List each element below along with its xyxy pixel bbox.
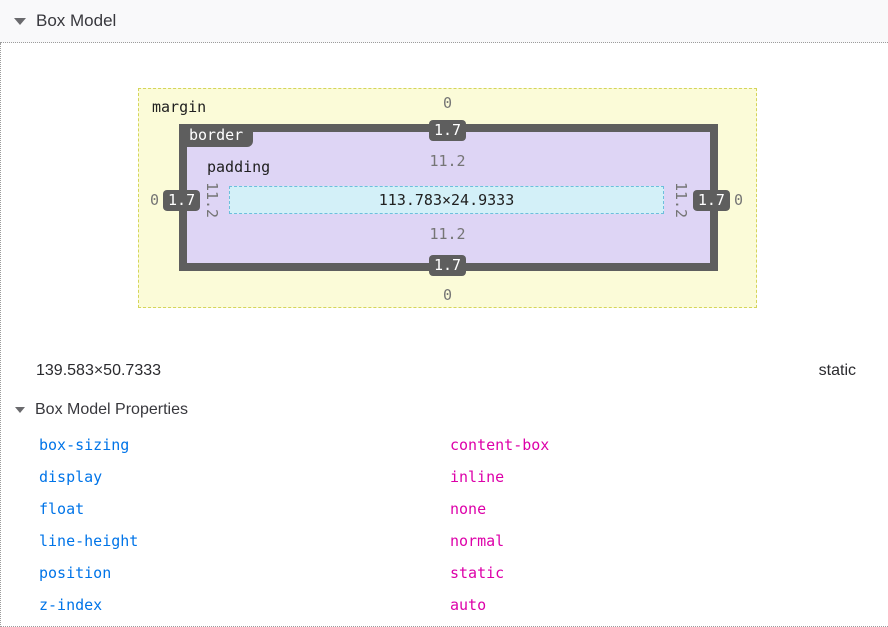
boxmodel-content-layer[interactable]: 113.783×24.9333 [229,186,664,214]
margin-bottom-value[interactable]: 0 [442,286,453,304]
property-name: float [39,500,85,518]
property-value: none [450,500,487,518]
element-size: 139.583×50.7333 [36,362,162,379]
content-size-value[interactable]: 113.783×24.9333 [378,191,515,209]
property-row: z-index auto [1,589,888,621]
element-info-row: 139.583×50.7333 static [1,359,888,383]
box-model-content: margin border padding 113.783×24.9333 0 … [0,43,888,627]
box-model-section-header[interactable]: Box Model [0,0,888,43]
padding-label: padding [207,158,271,176]
subsection-title: Box Model Properties [35,401,188,418]
property-row: display inline [1,461,888,493]
margin-left-value[interactable]: 0 [150,191,160,209]
border-right-value[interactable]: 1.7 [692,189,730,211]
border-left-value[interactable]: 1.7 [163,189,201,211]
left-values-group: 0 1.7 11.2 [150,181,222,219]
section-title: Box Model [36,11,117,30]
border-top-value[interactable]: 1.7 [139,120,756,141]
property-name: position [39,564,112,582]
property-name: line-height [39,532,139,550]
property-row: box-sizing content-box [1,429,888,461]
property-name: z-index [39,596,103,614]
properties-list: box-sizing content-box display inline fl… [1,429,888,621]
property-value: normal [450,532,505,550]
boxmodel-margin-layer[interactable]: margin border padding 113.783×24.9333 0 … [138,88,757,308]
property-value: inline [450,468,505,486]
margin-label: margin [152,98,207,116]
padding-left-value[interactable]: 11.2 [203,181,222,219]
box-model-properties-header[interactable]: Box Model Properties [1,397,888,423]
chevron-down-icon[interactable] [14,17,26,25]
property-row: float none [1,493,888,525]
property-value: auto [450,596,487,614]
border-label: border [179,124,254,147]
padding-top-value[interactable]: 11.2 [429,152,466,170]
property-row: line-height normal [1,525,888,557]
padding-bottom-value[interactable]: 11.2 [429,225,466,243]
border-bottom-value[interactable]: 1.7 [139,255,756,276]
property-name: box-sizing [39,436,130,454]
property-value: content-box [450,436,550,454]
property-value: static [450,564,505,582]
right-values-group: 11.2 1.7 0 [671,181,743,219]
padding-right-value[interactable]: 11.2 [671,181,690,219]
chevron-down-icon[interactable] [15,407,25,413]
margin-right-value[interactable]: 0 [733,191,743,209]
element-position: static [818,362,856,379]
margin-top-value[interactable]: 0 [442,94,453,112]
property-name: display [39,468,103,486]
property-row: position static [1,557,888,589]
